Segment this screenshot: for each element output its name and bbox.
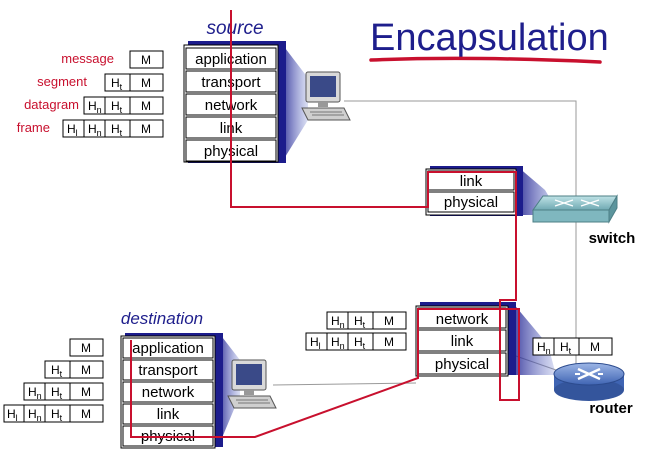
dest-pdu-datagram: Hn Ht M — [23, 382, 104, 401]
svg-text:Ht: Ht — [354, 314, 366, 330]
svg-text:network: network — [436, 311, 489, 328]
destination-layer-transport: transport — [122, 359, 214, 381]
router-pdu-datagram-right: Hn Ht M — [532, 337, 613, 356]
svg-text:Ht: Ht — [354, 335, 366, 351]
svg-text:M: M — [81, 341, 91, 355]
diagram-title: Encapsulation — [370, 17, 609, 59]
svg-text:Hn: Hn — [537, 340, 551, 356]
svg-text:M: M — [384, 314, 394, 328]
destination-layer-network: network — [122, 381, 214, 403]
svg-text:Hn: Hn — [88, 99, 102, 115]
router-icon — [553, 362, 625, 401]
switch-label: switch — [589, 230, 636, 247]
source-stack: application transport network link physi… — [183, 41, 286, 163]
pdu-label-frame: frame — [17, 120, 50, 135]
switch-stack: link physical — [425, 166, 523, 216]
destination-layer-application: application — [122, 337, 214, 359]
router-layer-physical: physical — [417, 352, 507, 375]
svg-text:M: M — [81, 385, 91, 399]
svg-text:Ht: Ht — [51, 363, 63, 379]
svg-text:application: application — [132, 340, 204, 357]
pdu-message: M — [129, 50, 164, 69]
router-pdu-frame: Hl Hn Ht M — [305, 332, 407, 351]
svg-text:link: link — [157, 406, 180, 423]
destination-label: destination — [121, 309, 203, 328]
svg-text:Ht: Ht — [111, 76, 123, 92]
svg-text:M: M — [141, 99, 151, 113]
svg-text:M: M — [141, 53, 151, 67]
router-pdu-datagram: Hn Ht M — [326, 311, 407, 330]
svg-text:Hl: Hl — [7, 407, 18, 423]
dest-pdu-segment: Ht M — [44, 360, 104, 379]
dest-pdu-frame: Hl Hn Ht M — [3, 404, 104, 423]
svg-text:Hl: Hl — [67, 122, 78, 138]
svg-text:M: M — [384, 335, 394, 349]
svg-text:Ht: Ht — [51, 407, 63, 423]
svg-text:Hn: Hn — [28, 407, 42, 423]
computer-icon — [227, 359, 277, 409]
svg-text:physical: physical — [435, 356, 489, 373]
pdu-segment: Ht M — [104, 73, 164, 92]
source-label: source — [206, 18, 263, 39]
svg-text:M: M — [81, 407, 91, 421]
dest-pdu-message: M — [69, 338, 104, 357]
svg-text:Hn: Hn — [331, 314, 345, 330]
destination-pdus: M Ht M Hn Ht M Hl Hn Ht M — [3, 338, 104, 423]
svg-text:link: link — [460, 173, 483, 190]
pdu-frame: Hl Hn Ht M — [62, 119, 164, 138]
pdu-datagram: Hn Ht M — [83, 96, 164, 115]
svg-text:Ht: Ht — [560, 340, 572, 356]
router-pdus: Hn Ht M Hl Hn Ht M Hn Ht M — [305, 311, 613, 356]
pdu-label-segment: segment — [37, 74, 87, 89]
svg-text:Ht: Ht — [111, 122, 123, 138]
svg-text:Hn: Hn — [88, 122, 102, 138]
router-layer-link: link — [417, 329, 507, 352]
svg-text:physical: physical — [444, 194, 498, 211]
svg-text:link: link — [451, 333, 474, 350]
data-path — [130, 10, 520, 438]
svg-text:M: M — [141, 76, 151, 90]
svg-text:Hn: Hn — [28, 385, 42, 401]
svg-text:M: M — [590, 340, 600, 354]
svg-text:transport: transport — [138, 362, 198, 379]
destination-stack: application transport network link physi… — [120, 333, 223, 449]
source-pdus: M Ht M Hn Ht M Hl Hn Ht M — [62, 50, 164, 138]
svg-text:Ht: Ht — [51, 385, 63, 401]
pdu-label-message: message — [61, 51, 114, 66]
destination-layer-link: link — [122, 403, 214, 425]
switch-layer-link: link — [427, 170, 515, 191]
svg-text:Hn: Hn — [331, 335, 345, 351]
svg-text:Hl: Hl — [310, 335, 321, 351]
svg-text:M: M — [141, 122, 151, 136]
switch-icon — [532, 194, 618, 224]
pdu-labels: message segment datagram frame — [17, 51, 114, 135]
svg-text:network: network — [142, 384, 195, 401]
svg-text:M: M — [81, 363, 91, 377]
switch-layer-physical: physical — [427, 191, 515, 213]
computer-icon — [301, 71, 351, 121]
router-layer-network: network — [417, 307, 507, 329]
router-label: router — [589, 400, 633, 417]
title-underline — [369, 56, 602, 64]
source-beam — [282, 44, 308, 162]
svg-text:Ht: Ht — [111, 99, 123, 115]
pdu-label-datagram: datagram — [24, 97, 79, 112]
